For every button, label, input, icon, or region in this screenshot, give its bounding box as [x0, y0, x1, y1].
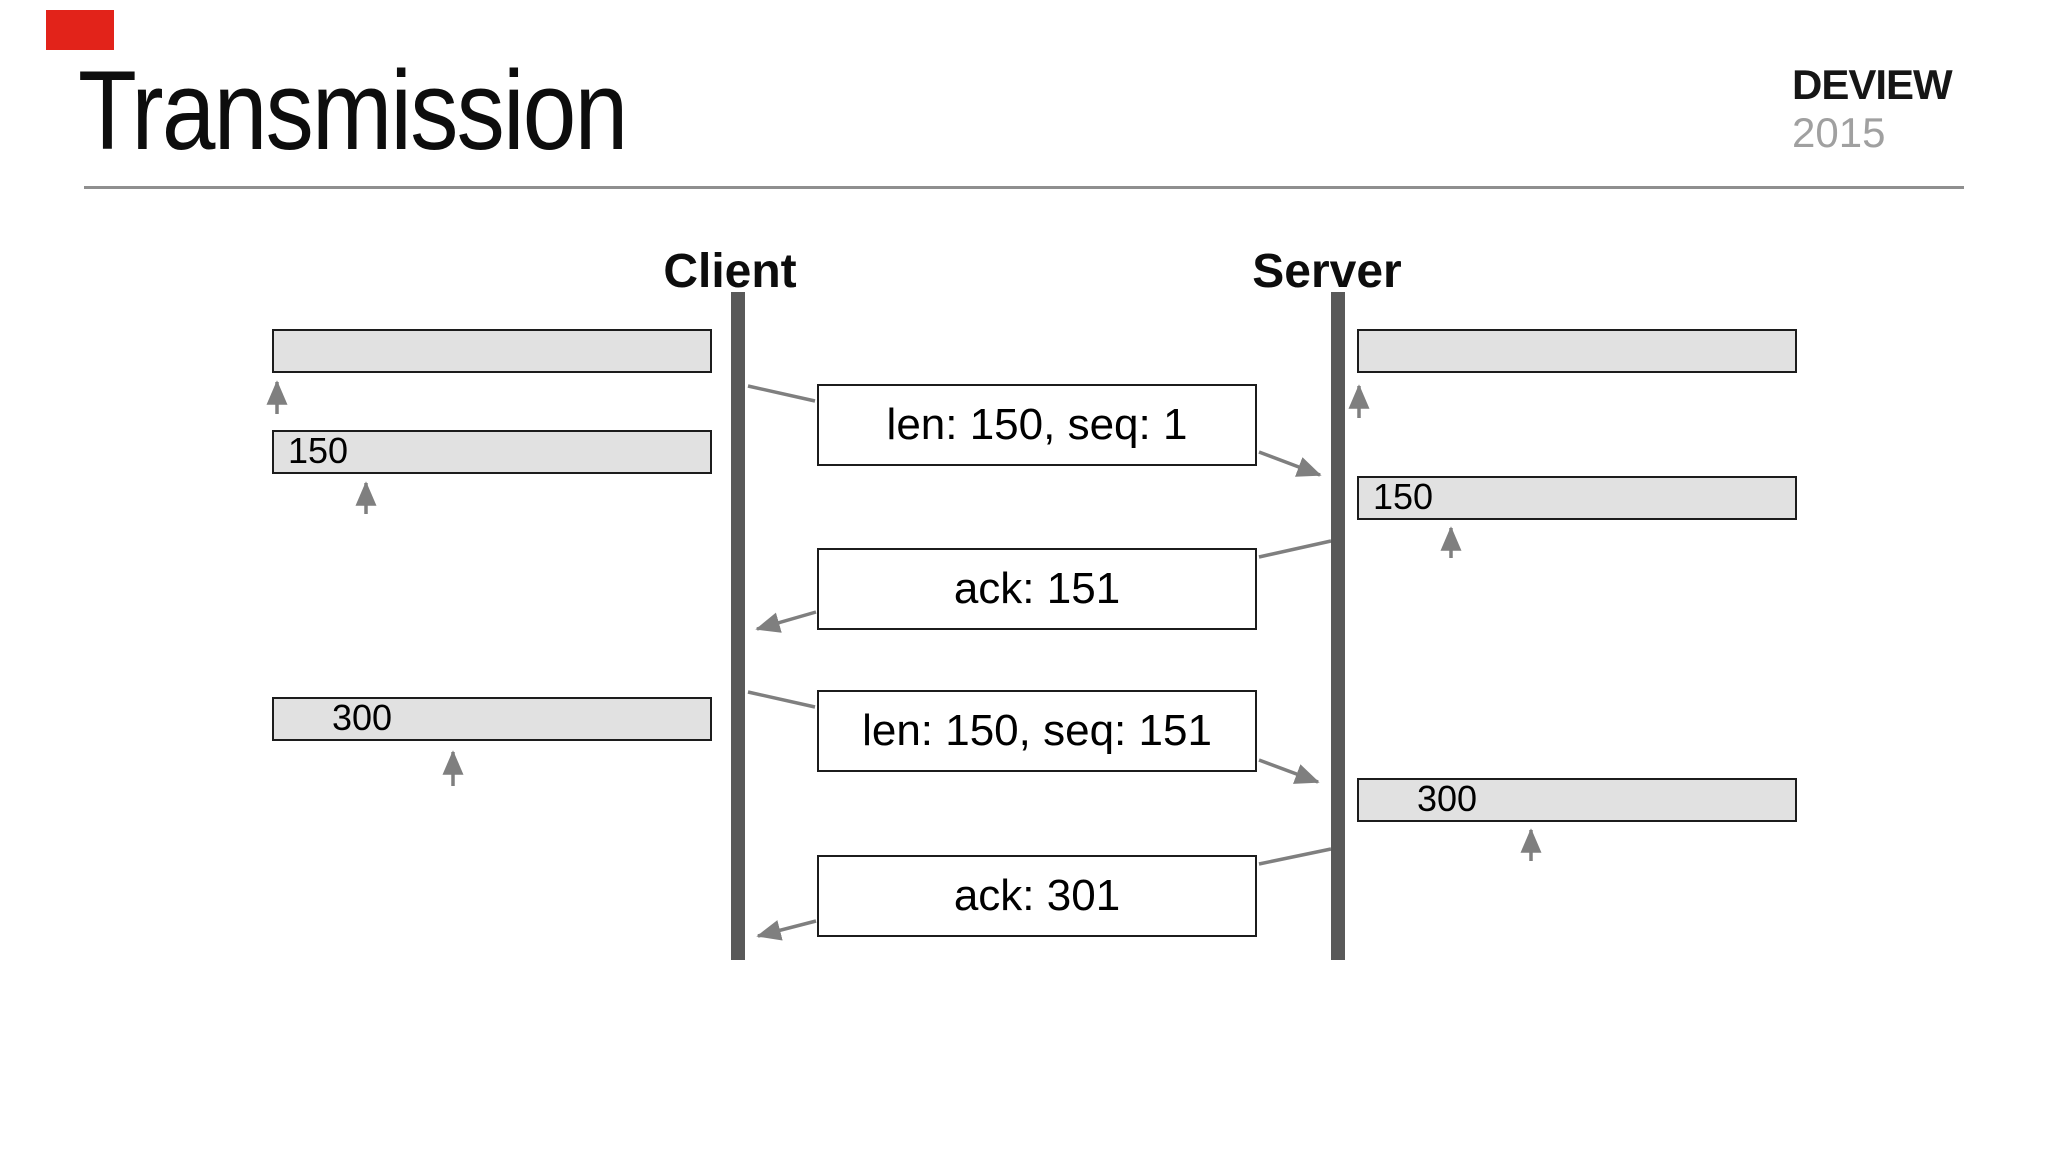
- msg4-to-client-arrow: [756, 919, 817, 941]
- client-buffer-empty-label: [274, 329, 288, 370]
- message-box-seq1: len: 150, seq: 1: [817, 384, 1257, 466]
- msg3-from-client-line: [747, 690, 816, 709]
- msg3-to-server-arrow: [1258, 758, 1320, 784]
- client-buffer-150: 150: [272, 430, 712, 474]
- client-buffer-300-label: 300: [332, 697, 393, 738]
- client-label: Client: [663, 245, 797, 298]
- logo-brand: DEVIEW: [1792, 61, 1953, 108]
- server-label: Server: [1252, 245, 1402, 298]
- client-buffer-300: 300: [272, 697, 712, 741]
- server-lifeline: [1331, 292, 1345, 960]
- msg2-to-client-arrow: [755, 610, 817, 633]
- logo-year: 2015: [1792, 109, 1886, 156]
- client-buffer-150-label: 150: [288, 430, 349, 471]
- message-box-ack151: ack: 151: [817, 548, 1257, 630]
- msg1-to-server-arrow: [1258, 450, 1322, 477]
- server-buffer-150: 150: [1357, 476, 1797, 520]
- msg2-from-server-line: [1258, 539, 1332, 559]
- server-buffer-300: 300: [1357, 778, 1797, 822]
- message-box-seq151: len: 150, seq: 151: [817, 690, 1257, 772]
- message-box-ack301: ack: 301: [817, 855, 1257, 937]
- page-title: Transmission: [78, 48, 628, 173]
- client-lifeline: [731, 292, 745, 960]
- client-buffer-empty: [272, 329, 712, 373]
- server-buffer-150-label: 150: [1373, 476, 1434, 517]
- deview-logo: DEVIEW 2015: [1792, 61, 1953, 156]
- server-buffer-300-label: 300: [1417, 778, 1478, 819]
- msg1-from-client-line: [747, 384, 816, 403]
- server-buffer-empty-label: [1359, 329, 1373, 370]
- accent-bar: [46, 10, 114, 50]
- title-divider: [84, 186, 1964, 189]
- msg4-from-server-line: [1258, 847, 1332, 866]
- server-buffer-empty: [1357, 329, 1797, 373]
